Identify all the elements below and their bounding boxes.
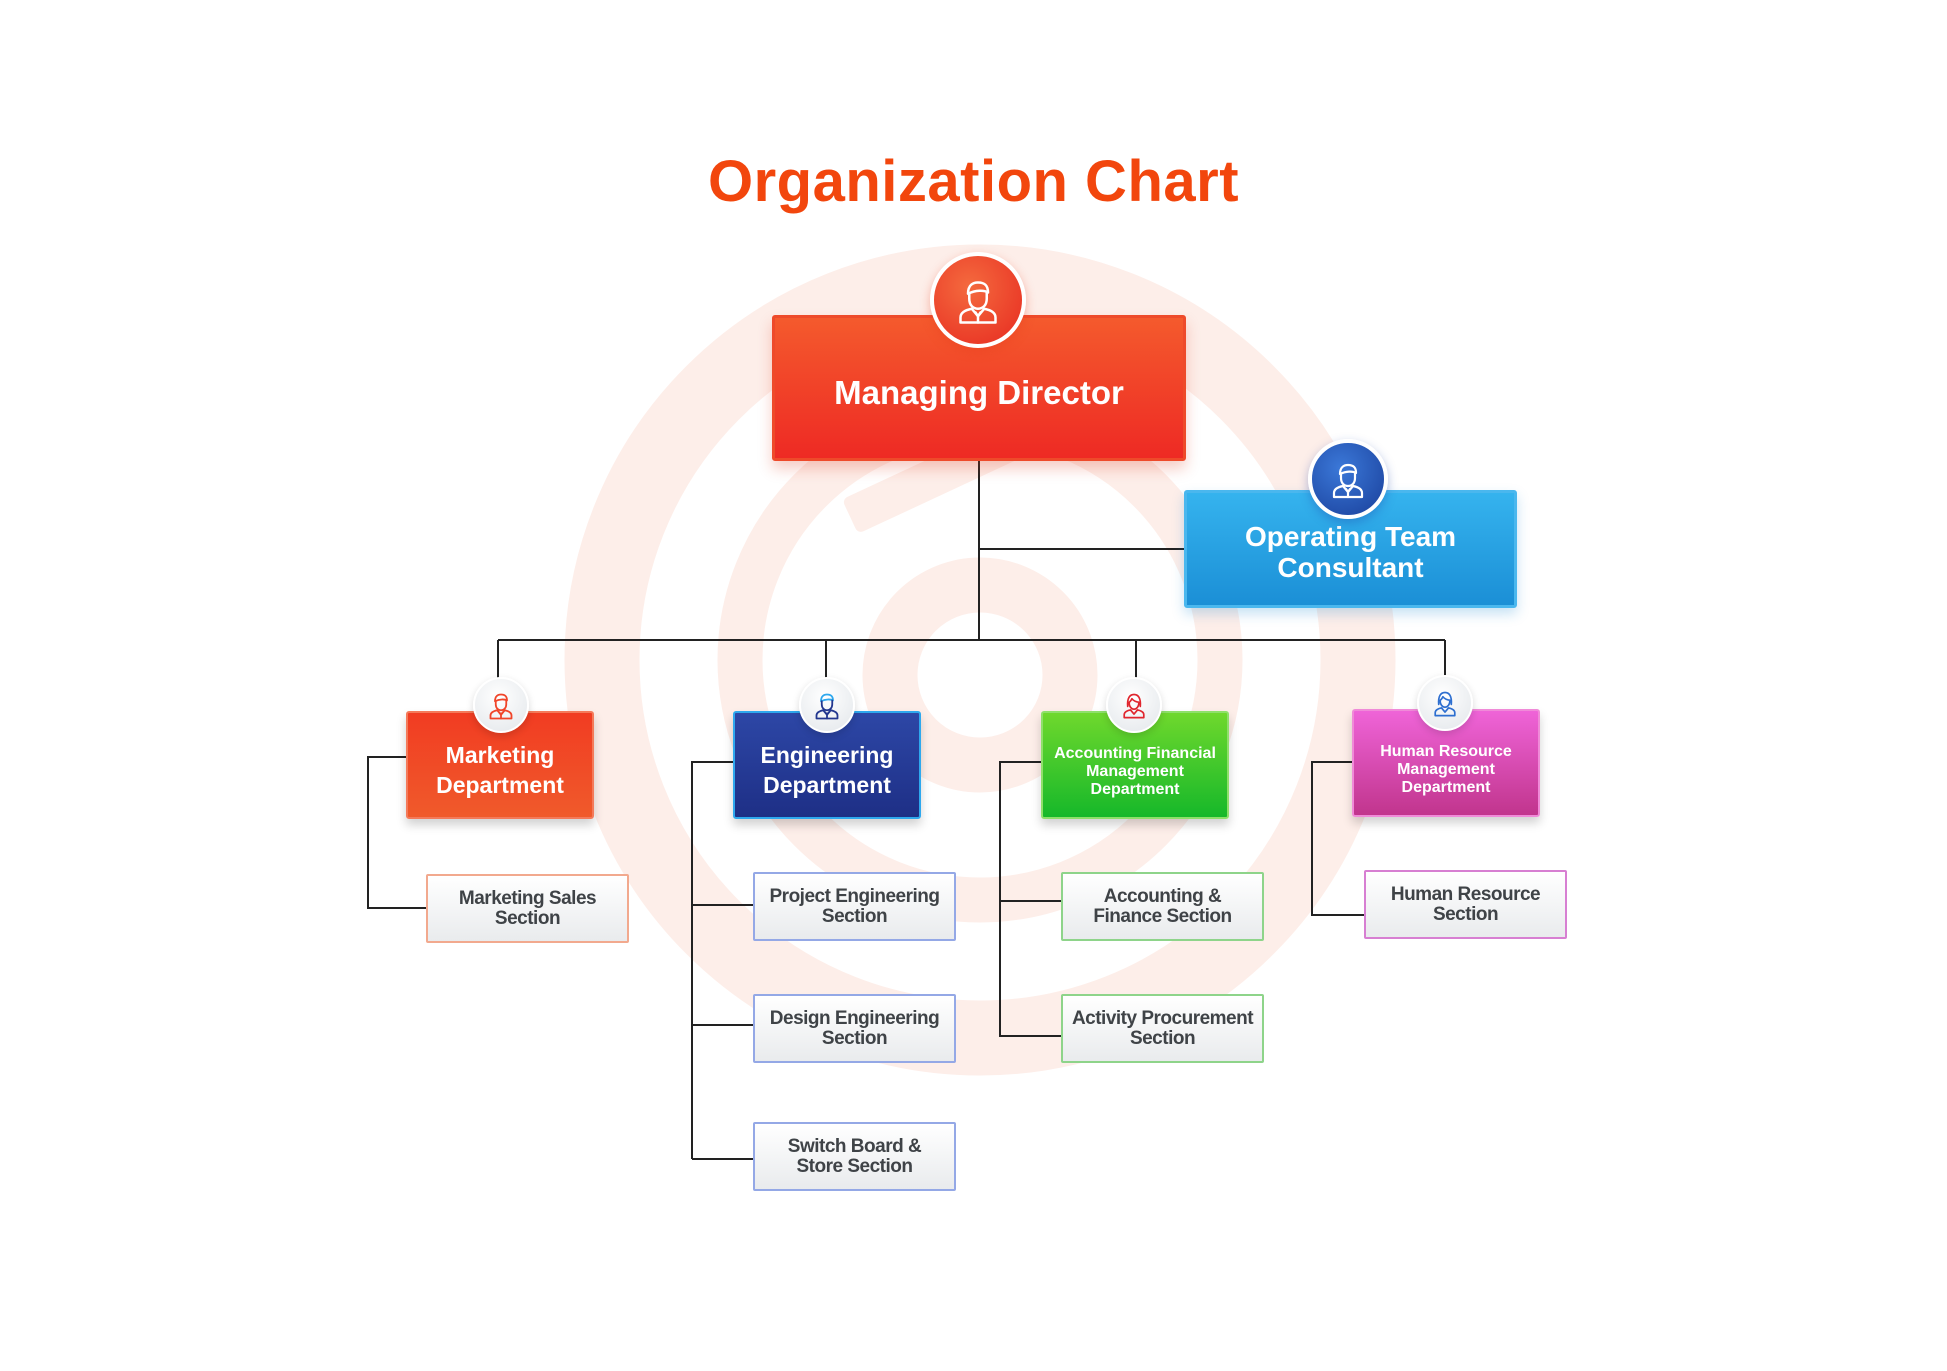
activity-procurement-section-box[interactable]: Activity Procurement Section (1061, 994, 1264, 1063)
section-label-line1: Human Resource (1390, 883, 1541, 905)
section-label-line2: Section (821, 1027, 888, 1049)
operating-team-label-line1: Operating Team (1244, 521, 1457, 552)
managing-director-label: Managing Director (834, 374, 1124, 411)
connector-accounting-spine (999, 761, 1061, 1037)
engineering-department-line1: Engineering (760, 742, 894, 768)
businessman-icon (799, 677, 855, 733)
human-resource-department-line3: Department (1401, 779, 1491, 796)
section-label-line2: Section (494, 907, 561, 929)
human-resource-section-box[interactable]: Human Resource Section (1364, 870, 1567, 939)
section-label-line2: Section (1432, 903, 1499, 925)
businesswoman-icon (1106, 677, 1162, 733)
businesswoman-icon (1417, 675, 1473, 731)
human-resource-department-line2: Management (1397, 761, 1495, 778)
section-label-line2: Store Section (796, 1155, 913, 1177)
section-label-line2: Section (821, 905, 888, 927)
human-resource-department-line1: Human Resource (1380, 743, 1512, 760)
accounting-department-line2: Management (1086, 763, 1184, 780)
section-label-line1: Switch Board & (787, 1135, 922, 1157)
marketing-sales-section-box[interactable]: Marketing Sales Section (426, 874, 629, 943)
businessman-icon (473, 677, 529, 733)
section-label-line1: Marketing Sales (458, 887, 597, 909)
engineering-department-line2: Department (763, 772, 891, 798)
connector-marketing-sections (367, 756, 426, 909)
switch-board-store-section-box[interactable]: Switch Board & Store Section (753, 1122, 956, 1191)
businessman-icon (1308, 439, 1388, 519)
accounting-department-line1: Accounting Financial (1054, 745, 1216, 762)
section-label-line1: Accounting & (1103, 885, 1222, 907)
marketing-department-line2: Department (436, 772, 564, 798)
marketing-department-line1: Marketing (445, 742, 555, 768)
connector-hr-sections (1311, 761, 1364, 916)
section-label-line1: Project Engineering (769, 885, 940, 907)
page-title: Organization Chart (707, 149, 1240, 214)
section-label-line1: Design Engineering (769, 1007, 940, 1029)
project-engineering-section-box[interactable]: Project Engineering Section (753, 872, 956, 941)
accounting-department-line3: Department (1090, 781, 1180, 798)
connector-engineering-spine (691, 761, 733, 1159)
design-engineering-section-box[interactable]: Design Engineering Section (753, 994, 956, 1063)
businessman-icon (930, 252, 1026, 348)
operating-team-label-line2: Consultant (1277, 552, 1424, 583)
section-label-line1: Activity Procurement (1071, 1007, 1254, 1029)
section-label-line2: Finance Section (1093, 905, 1232, 927)
section-label-line2: Section (1129, 1027, 1196, 1049)
accounting-finance-section-box[interactable]: Accounting & Finance Section (1061, 872, 1264, 941)
